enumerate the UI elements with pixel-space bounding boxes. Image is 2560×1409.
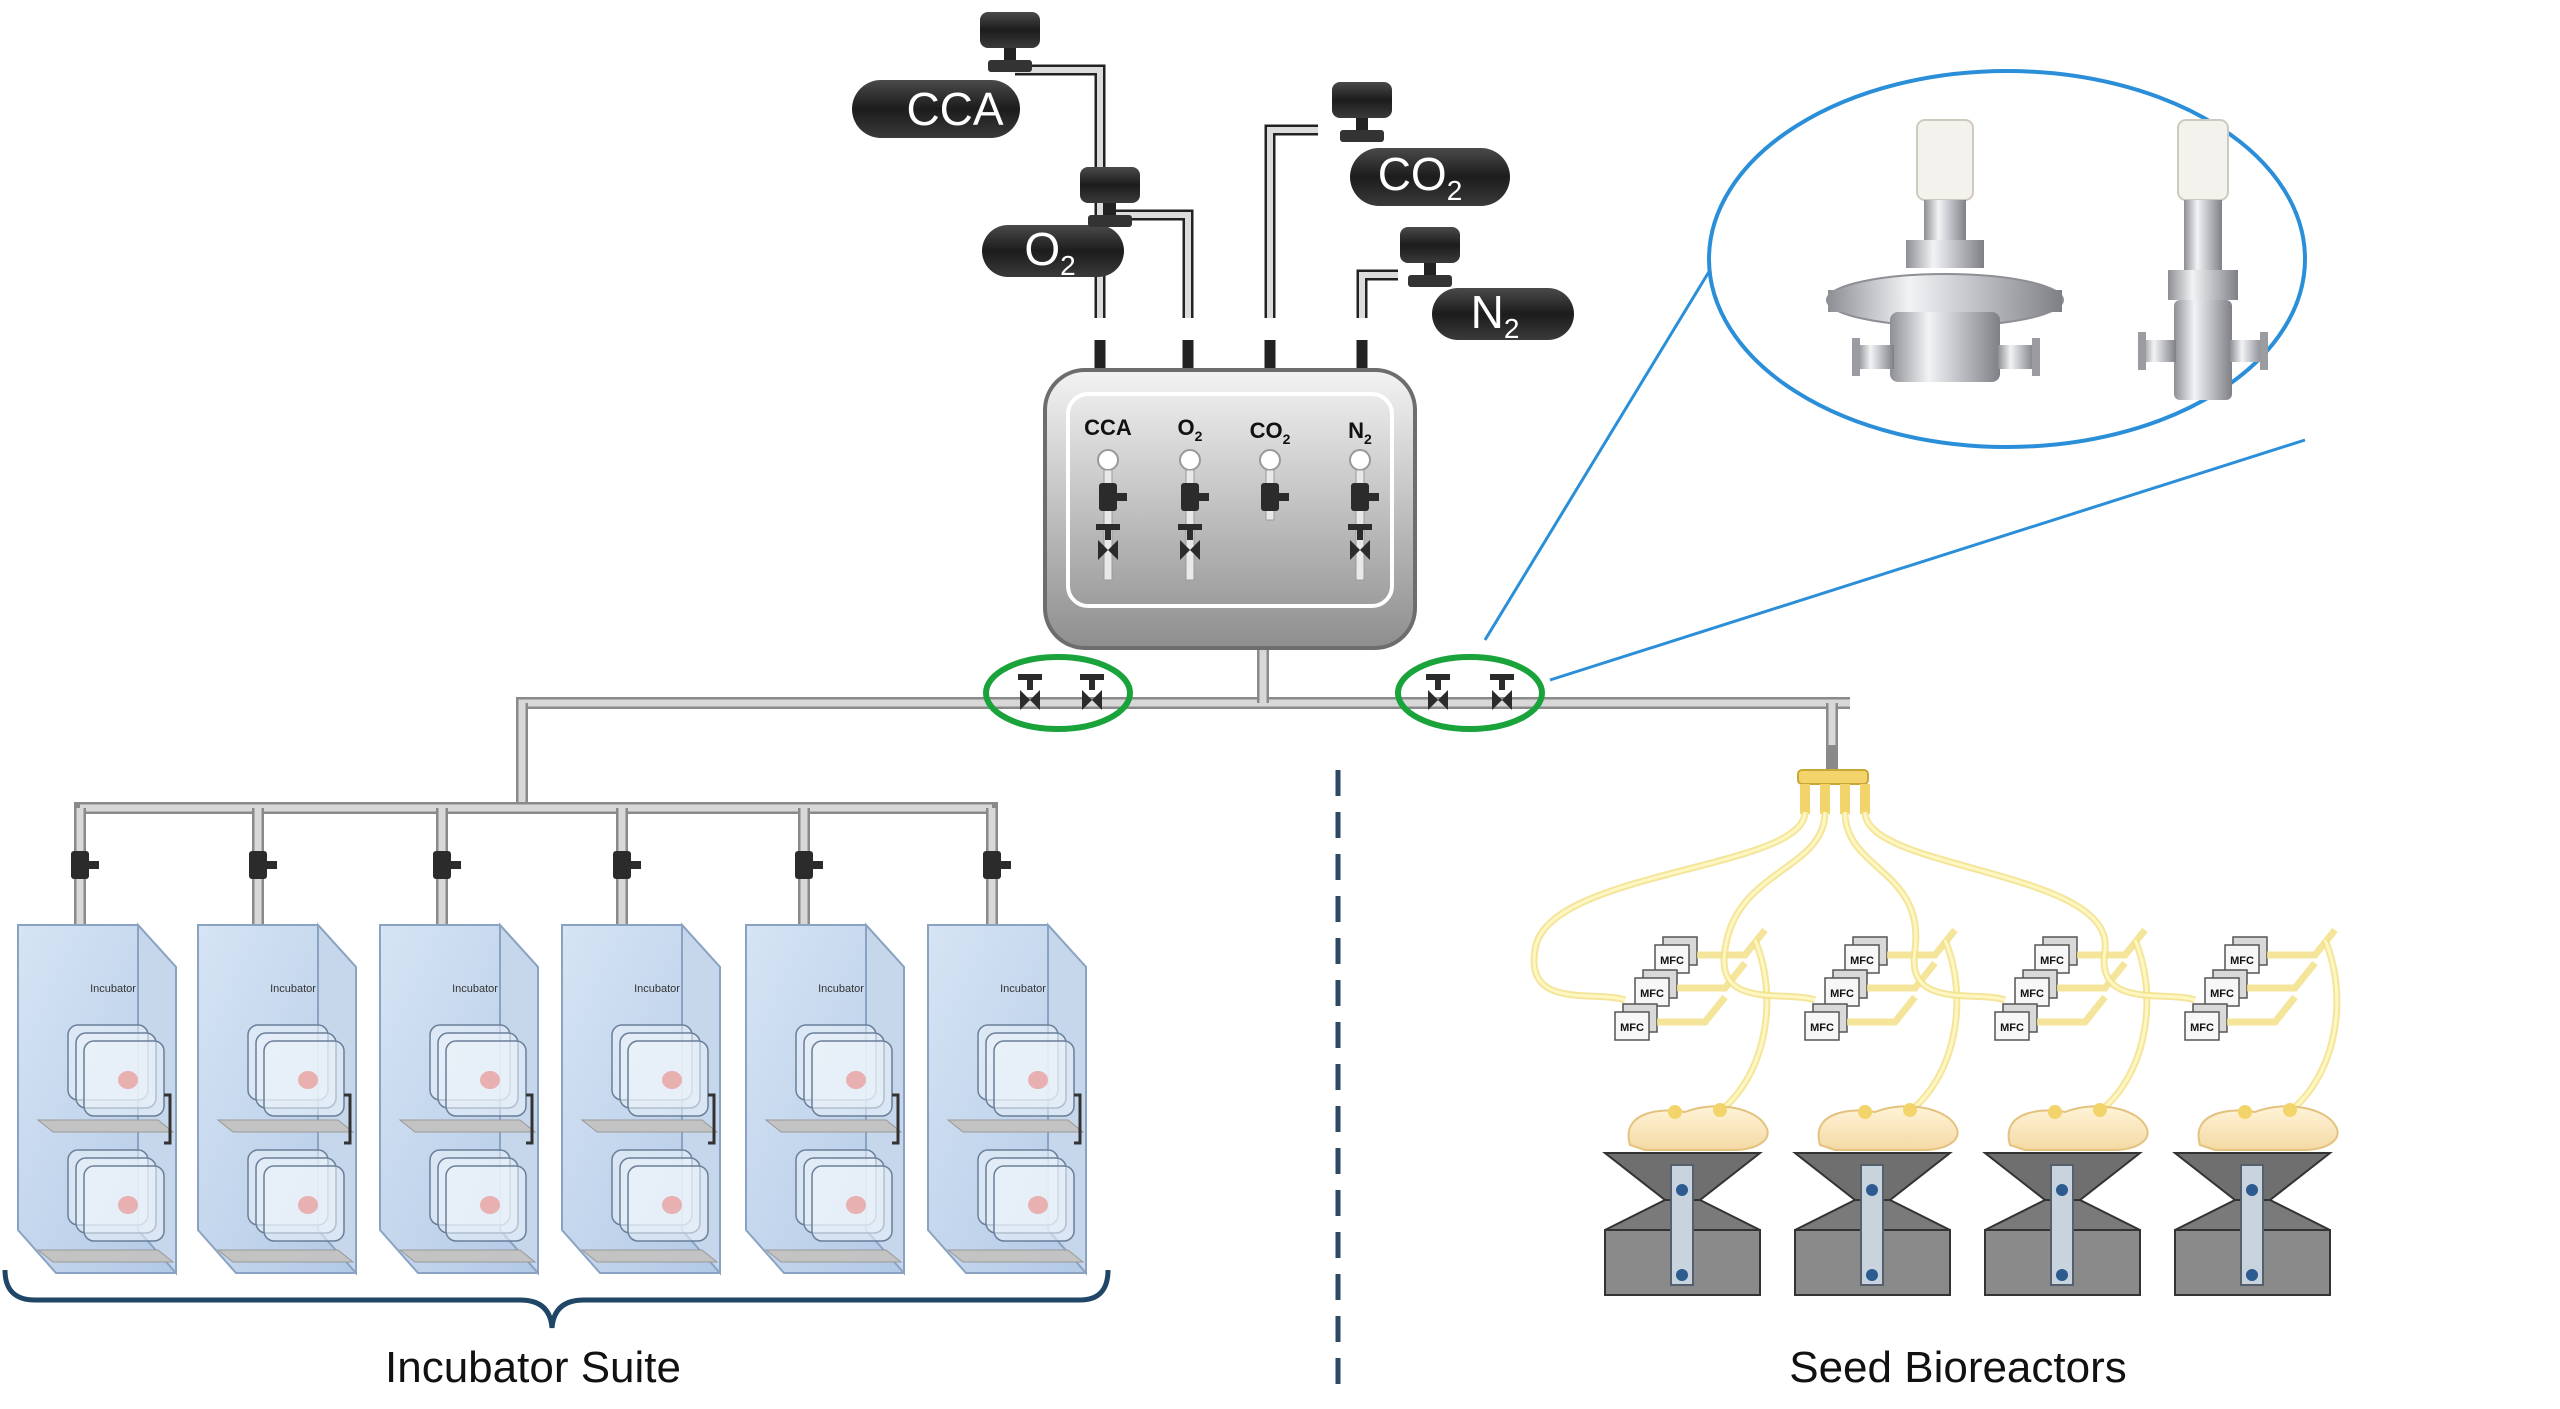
bioreactor-unit: MFC MFC MFC: [1720, 811, 1961, 1296]
mfc-unit: MFC: [1654, 927, 1768, 974]
incubator-suite: Incubator Incubator Incubator Incubator Incu…: [17, 808, 1087, 1276]
incubator-label: Incubator: [270, 983, 316, 995]
incubator: Incubator: [197, 808, 357, 1276]
o2-tank-sub: 2: [1060, 250, 1076, 281]
n2-tank: N2: [1400, 227, 1574, 344]
incubator-valve-icon: [613, 851, 641, 879]
svg-text:MFC: MFC: [2230, 955, 2254, 967]
n2-tank-sub: 2: [1504, 313, 1520, 344]
mfc-unit: MFC: [2184, 994, 2298, 1041]
bioreactor-unit: MFC MFC MFC: [1530, 811, 1809, 1296]
incubator: Incubator: [745, 808, 905, 1276]
incubator-valve-icon: [795, 851, 823, 879]
mfc-unit: MFC: [2014, 960, 2128, 1007]
svg-text:MFC: MFC: [1660, 955, 1684, 967]
panel-label-cca: CCA: [1084, 415, 1132, 440]
incubator: Incubator: [927, 808, 1087, 1276]
svg-text:MFC: MFC: [1830, 988, 1854, 1000]
cca-tank: CCA: [852, 12, 1040, 138]
svg-text:MFC: MFC: [2190, 1022, 2214, 1034]
mfc-unit: MFC: [1824, 960, 1938, 1007]
incubator-branch-pipe: [74, 703, 998, 820]
incubator: Incubator: [561, 808, 721, 1276]
right-regulator-highlight: [1395, 654, 1545, 732]
seed-bioreactors: MFC MFC MFC MFC MFC MFC MFC MFC MFC MFC MFC MFC: [1530, 811, 2341, 1296]
svg-text:MFC: MFC: [1850, 955, 1874, 967]
o2-tank: O2: [982, 167, 1140, 281]
svg-text:MFC: MFC: [1640, 988, 1664, 1000]
co2-tank-label: CO: [1378, 148, 1447, 200]
svg-text:O2: O2: [1024, 223, 1075, 281]
mfc-unit: MFC: [1844, 927, 1958, 974]
svg-text:MFC: MFC: [1620, 1022, 1644, 1034]
o2-tank-label: O: [1024, 223, 1060, 275]
mfc-unit: MFC: [2224, 927, 2338, 974]
small-pressure-regulator: [2138, 119, 2268, 400]
incubator: Incubator: [17, 808, 177, 1276]
svg-text:N2: N2: [1348, 418, 1372, 447]
bioreactor-unit: MFC MFC MFC: [1841, 811, 2151, 1296]
incubator-valve-icon: [71, 851, 99, 879]
incubator: Incubator: [379, 808, 539, 1276]
co2-tank: CO2: [1332, 82, 1510, 206]
culture-bag: [2007, 1105, 2149, 1151]
incubator-label: Incubator: [90, 983, 136, 995]
large-pressure-regulator: [1826, 119, 2064, 382]
mfc-unit: MFC: [2034, 927, 2148, 974]
mfc-unit: MFC: [1614, 994, 1728, 1041]
left-regulator-highlight: [983, 654, 1133, 732]
svg-text:MFC: MFC: [2210, 988, 2234, 1000]
culture-bag: [1627, 1105, 1769, 1151]
svg-text:N2: N2: [1471, 286, 1520, 344]
incubator-label: Incubator: [1000, 983, 1046, 995]
incubator-suite-brace: [2, 1269, 1111, 1329]
svg-text:CO2: CO2: [1250, 418, 1291, 447]
svg-text:MFC: MFC: [1810, 1022, 1834, 1034]
incubator-label: Incubator: [452, 983, 498, 995]
incubator-label: Incubator: [818, 983, 864, 995]
gas-manifold: [1797, 745, 1870, 814]
mfc-unit: MFC: [2204, 960, 2318, 1007]
svg-text:O2: O2: [1178, 415, 1203, 444]
svg-text:MFC: MFC: [2020, 988, 2044, 1000]
incubator-suite-label: Incubator Suite: [385, 1343, 681, 1392]
incubator-valve-icon: [249, 851, 277, 879]
panel-label-co2: CO: [1250, 418, 1283, 443]
svg-text:MFC: MFC: [2000, 1022, 2024, 1034]
panel-column-n2: N2: [1348, 418, 1379, 581]
culture-bag: [1817, 1105, 1959, 1151]
culture-bag: [2197, 1105, 2339, 1151]
panel-column-cca: CCA: [1084, 415, 1132, 581]
incubator-valve-icon: [983, 851, 1011, 879]
panel-column-co2: CO2: [1250, 418, 1291, 521]
panel-column-o2: O2: [1178, 415, 1209, 581]
bioreactor-unit: MFC MFC MFC: [1861, 811, 2341, 1296]
mfc-unit: MFC: [1994, 994, 2108, 1041]
gas-tanks: CCA O2 CO2 N2: [852, 12, 1574, 370]
mfc-unit: MFC: [1804, 994, 1918, 1041]
co2-tank-sub: 2: [1447, 175, 1463, 206]
gas-control-panel: CCA O2 CO2 N2: [1043, 368, 1417, 650]
cca-tank-label: CCA: [906, 83, 1003, 135]
svg-text:CO2: CO2: [1378, 148, 1463, 206]
seed-bioreactors-label: Seed Bioreactors: [1789, 1343, 2127, 1392]
regulator-zoom-callout: [1483, 69, 2307, 682]
n2-tank-label: N: [1471, 286, 1504, 338]
incubator-valve-icon: [433, 851, 461, 879]
mfc-unit: MFC: [1634, 960, 1748, 1007]
panel-label-o2: O: [1178, 415, 1195, 440]
incubator-label: Incubator: [634, 983, 680, 995]
svg-text:MFC: MFC: [2040, 955, 2064, 967]
panel-label-n2: N: [1348, 418, 1364, 443]
